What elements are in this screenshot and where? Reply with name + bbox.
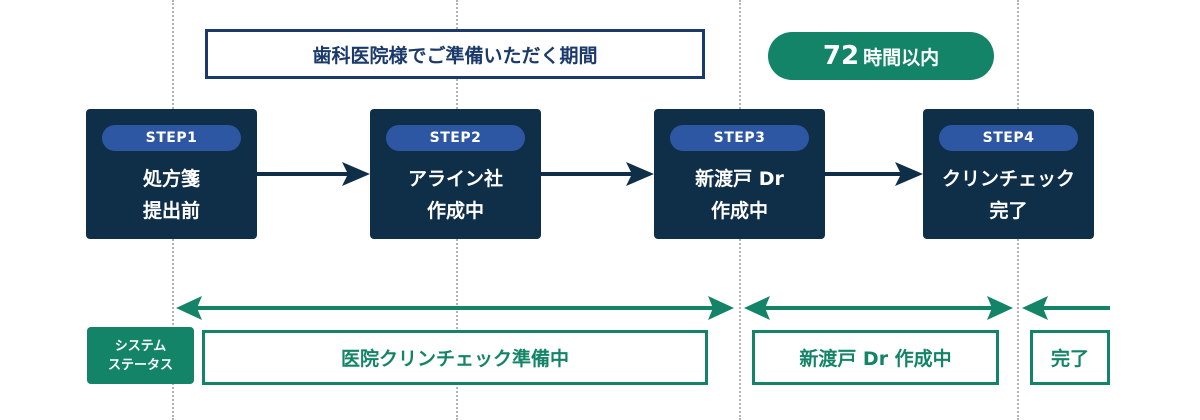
span-arrowhead-left	[744, 296, 770, 320]
time-limit-number: 72	[822, 41, 860, 71]
step-badge: STEP4	[939, 125, 1078, 151]
step-title-line2: 完了	[989, 200, 1028, 222]
system-status-label-line1: システム	[114, 338, 167, 354]
status-phase-3: 完了	[1030, 330, 1110, 385]
time-limit-badge: 72 時間以内	[768, 32, 994, 80]
step-title-line2: 提出前	[142, 200, 200, 222]
step-title: クリンチェック 完了	[923, 163, 1094, 227]
step-title-line2: 作成中	[426, 200, 484, 222]
connector-arrowhead	[895, 162, 923, 186]
status-phase-2: 新渡戸 Dr 作成中	[752, 330, 999, 385]
step-title-line1: 処方箋	[142, 168, 200, 190]
connector-arrowhead	[342, 162, 370, 186]
connector-arrowhead	[626, 162, 654, 186]
span-arrowhead-left	[1022, 296, 1048, 320]
step-box-3: STEP3 新渡戸 Dr 作成中	[654, 109, 825, 239]
step-box-1: STEP1 処方箋 提出前	[86, 109, 257, 239]
prep-period-label: 歯科医院様でご準備いただく期間	[205, 29, 705, 79]
span-arrowhead-right	[708, 296, 734, 320]
step-title-line1: アライン社	[407, 168, 503, 190]
span-arrowhead-right	[987, 296, 1013, 320]
step-title-line2: 作成中	[710, 200, 768, 222]
step-title-line1: クリンチェック	[941, 168, 1075, 190]
step-badge: STEP3	[670, 125, 809, 151]
time-limit-unit: 時間以内	[863, 46, 940, 69]
step-title: アライン社 作成中	[370, 163, 541, 227]
step-title: 新渡戸 Dr 作成中	[654, 163, 825, 227]
step-title-line1: 新渡戸 Dr	[695, 168, 784, 190]
step-badge: STEP2	[386, 125, 525, 151]
status-span-arrows	[176, 296, 1110, 320]
step-title: 処方箋 提出前	[86, 163, 257, 227]
step-badge: STEP1	[102, 125, 241, 151]
span-arrowhead-left	[176, 296, 202, 320]
step-box-4: STEP4 クリンチェック 完了	[923, 109, 1094, 239]
step-box-2: STEP2 アライン社 作成中	[370, 109, 541, 239]
status-phase-1: 医院クリンチェック準備中	[202, 330, 708, 385]
system-status-label: システム ステータス	[87, 327, 194, 384]
step-connector-arrows	[257, 162, 923, 186]
system-status-label-line2: ステータス	[107, 357, 173, 373]
